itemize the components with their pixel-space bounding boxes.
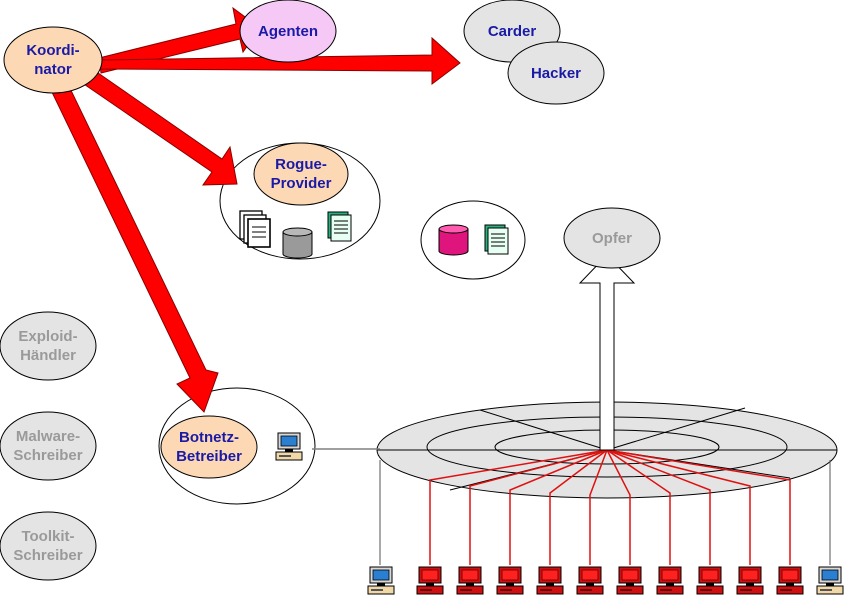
toolkit-schreiber-label: Toolkit- Schreiber: [13, 528, 83, 564]
exploid-haendler-node: [0, 311, 97, 381]
database-icon: [282, 227, 313, 259]
bot-computer-icon: [496, 566, 524, 595]
hacker-label: Hacker: [530, 65, 582, 82]
toolkit-schreiber-node: [0, 511, 97, 581]
document-icon: [327, 211, 352, 242]
koordinator-node: [3, 26, 103, 94]
malware-schreiber-node: [0, 411, 97, 481]
koordinator-label: Koordi- nator: [26, 42, 80, 78]
clean-computer-icon: [367, 566, 395, 595]
bot-computers: [367, 566, 844, 595]
malware-schreiber-label: Malware- Schreiber: [13, 428, 83, 464]
agenten-node: [239, 0, 337, 63]
computer-icon: [275, 432, 303, 461]
bot-computer-icon: [656, 566, 684, 595]
bot-computer-icon: [776, 566, 804, 595]
exploid-haendler-label: Exploid- Händler: [18, 328, 78, 364]
bot-computer-icon: [536, 566, 564, 595]
middle-group-ellipse: [420, 200, 526, 280]
database-icon: [438, 224, 469, 256]
rogue-provider-node: [253, 142, 349, 206]
carder-label: Carder: [487, 23, 537, 40]
agenten-label: Agenten: [258, 23, 318, 40]
bot-computer-icon: [456, 566, 484, 595]
document-icon: [484, 224, 509, 255]
opfer-label: Opfer: [591, 230, 632, 247]
bot-connections: [429, 449, 791, 565]
botnetz-betreiber-label: Botnetz- Betreiber: [176, 429, 242, 465]
botnetz-betreiber-node: [160, 415, 258, 479]
attack-arrow: [578, 254, 636, 451]
arrow-to-rogue-provider: [77, 65, 238, 186]
hacker-node: [507, 41, 605, 105]
arrow-to-botnetz: [49, 79, 219, 413]
bot-computer-icon: [416, 566, 444, 595]
opfer-node: [563, 207, 661, 269]
bot-computer-icon: [616, 566, 644, 595]
rogue-provider-label: Rogue- Provider: [270, 156, 332, 192]
bot-computer-icon: [576, 566, 604, 595]
bot-computer-icon: [696, 566, 724, 595]
bot-computer-icon: [736, 566, 764, 595]
clean-computer-icon: [816, 566, 844, 595]
documents-icon: [239, 210, 271, 248]
